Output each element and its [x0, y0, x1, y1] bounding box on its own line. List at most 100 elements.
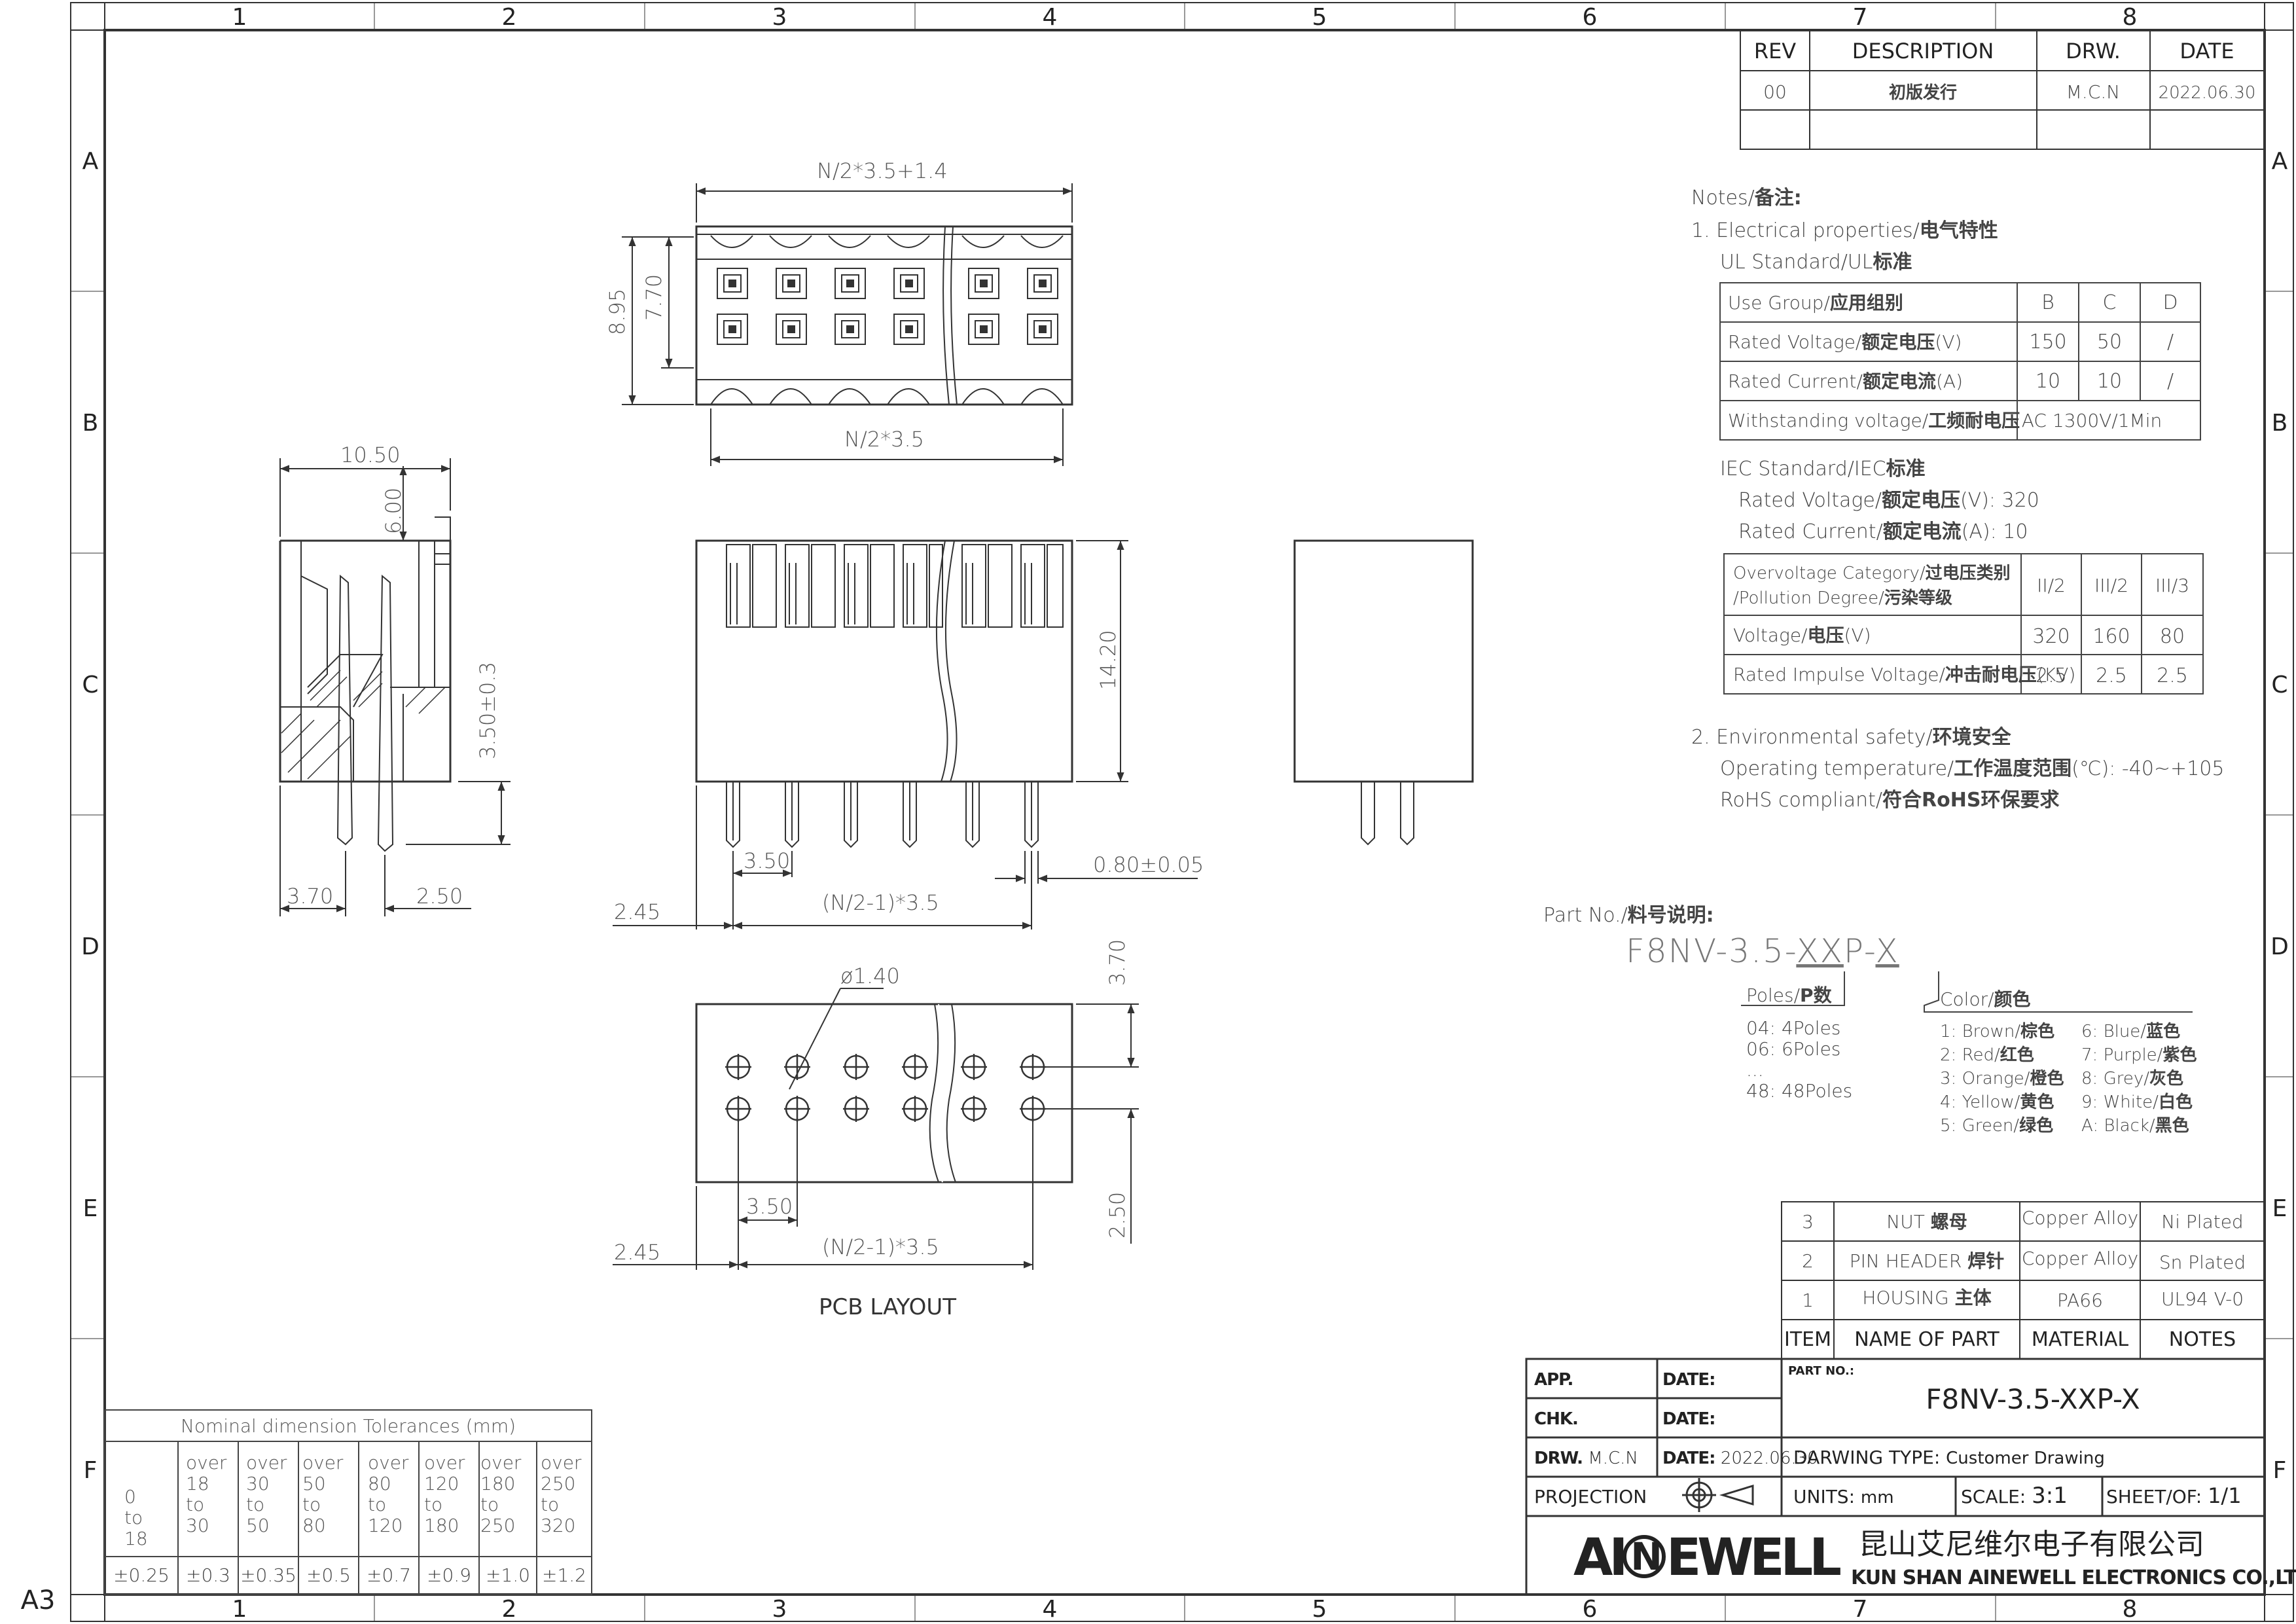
tb-label: CHK.: [1534, 1409, 1578, 1429]
row-label: F: [84, 1457, 98, 1484]
tol-range: to: [302, 1494, 321, 1515]
bom-table: 3 NUT 螺母 Copper Alloy Ni Plated 2 PIN HE…: [1781, 1201, 2265, 1360]
color-option: 9: White/白色: [2081, 1092, 2193, 1112]
pcb-dims: [613, 988, 1139, 1270]
pole-option: 06: 6Poles: [1746, 1038, 1840, 1060]
part-no-code: F8NV-3.5-XXP-X: [1626, 932, 1899, 970]
col-label: 5: [1312, 1596, 1327, 1623]
tol-range: 18: [186, 1473, 209, 1494]
row-label: C: [2271, 672, 2287, 698]
tol-range: over: [424, 1452, 465, 1473]
bom-cell: Copper Alloy: [2022, 1207, 2138, 1229]
tol-range: to: [480, 1494, 499, 1515]
dim-pcb-h2: 2.50: [1105, 1192, 1130, 1238]
dim-pcb-pitch: 3.50: [746, 1194, 793, 1219]
title-block: APP. DATE: CHK. DATE: DRW. M.C.N DATE: 2…: [1525, 1358, 2296, 1596]
tol-range: 30: [186, 1515, 209, 1536]
dim-top-h2: 7.70: [641, 274, 666, 321]
iec-current: Rated Current/额定电流(A): 10: [1738, 520, 2028, 543]
tol-range: 250: [541, 1473, 575, 1494]
pcb-layout-title: PCB LAYOUT: [819, 1294, 956, 1320]
tol-value: ±0.9: [427, 1564, 471, 1586]
ul-cell: 150: [2029, 331, 2066, 353]
row-label: A: [82, 148, 99, 175]
color-option: 4: Yellow/黄色: [1940, 1092, 2054, 1112]
tol-range: 0: [124, 1486, 136, 1507]
tol-value: ±0.25: [113, 1564, 170, 1586]
rev-cell: 00: [1763, 81, 1787, 103]
bom-cell: 2: [1802, 1250, 1814, 1272]
logo-circle-icon: [1623, 1535, 1666, 1578]
tol-range: 180: [480, 1473, 515, 1494]
front-pins: [726, 782, 1039, 848]
iec-row-label: Overvoltage Category/过电压类别: [1733, 564, 2011, 583]
tol-range: over: [368, 1452, 409, 1473]
col-label: 8: [2123, 4, 2138, 31]
tol-value: ±0.7: [367, 1564, 411, 1586]
dim-top-pitch: N/2*3.5: [844, 427, 924, 452]
dim-top-h1: 8.95: [605, 289, 630, 335]
dim-front-off: 2.45: [614, 899, 660, 924]
rev-header: DATE: [2179, 39, 2234, 63]
tb-scale: SCALE: 3:1: [1961, 1483, 2068, 1509]
bom-cell: Ni Plated: [2161, 1211, 2243, 1233]
side-view: [279, 516, 452, 852]
company-name-cn: 昆山艾尼维尔电子有限公司: [1859, 1528, 2204, 1561]
revision-table: REV DESCRIPTION DRW. DATE 00 初版发行 M.C.N …: [1740, 29, 2265, 150]
company-name-en: KUN SHAN AINEWELL ELECTRONICS CO.,LTD: [1851, 1566, 2296, 1589]
end-view: [1293, 539, 1474, 846]
row-label: C: [82, 672, 98, 698]
tol-range: to: [368, 1494, 386, 1515]
tol-range: to: [424, 1494, 442, 1515]
tol-range: to: [541, 1494, 559, 1515]
tol-range: to: [246, 1494, 264, 1515]
row-label: E: [83, 1195, 98, 1222]
tol-range: 180: [424, 1515, 459, 1536]
side-view-dims: [279, 458, 511, 916]
ul-table: [1719, 282, 2201, 441]
col-label: 4: [1043, 1596, 1058, 1623]
col-label: 3: [772, 1596, 787, 1623]
row-label: F: [2273, 1457, 2287, 1484]
ul-cell: AC 1300V/1Min: [2022, 410, 2162, 431]
dim-pcb-span: (N/2-1)*3.5: [822, 1235, 939, 1259]
iec-cell: 2.5: [2096, 664, 2127, 687]
dim-side-b: 2.50: [416, 884, 463, 909]
iec-cell: 160: [2092, 625, 2130, 648]
tol-range: 120: [368, 1515, 403, 1536]
rev-cell: 初版发行: [1889, 82, 1957, 103]
bom-header: ITEM: [1784, 1328, 1831, 1351]
dim-side-a: 3.70: [287, 884, 333, 909]
iec-row-label: Rated Impulse Voltage/冲击耐电压(KV): [1733, 664, 2075, 685]
color-option: 2: Red/红色: [1940, 1045, 2034, 1065]
dim-front-span: (N/2-1)*3.5: [822, 890, 939, 915]
tb-label: DATE:: [1662, 1370, 1715, 1390]
poles-title: Poles/P数: [1746, 984, 1833, 1006]
bom-cell: PIN HEADER 焊针: [1850, 1250, 2005, 1272]
part-no-label: Part No./料号说明:: [1543, 904, 1714, 927]
tb-drawn-by: DRW. M.C.N: [1534, 1449, 1638, 1468]
row-label: A: [2272, 148, 2288, 175]
tol-range: 50: [302, 1473, 326, 1494]
dim-pcb-off: 2.45: [614, 1240, 660, 1265]
sheet-border: [70, 2, 2294, 1622]
iec-cell: 2.5: [2036, 664, 2067, 687]
color-option: A: Black/黑色: [2081, 1115, 2189, 1136]
tolerance-title: Nominal dimension Tolerances (mm): [181, 1415, 516, 1437]
ul-cell: /: [2167, 331, 2174, 353]
ul-cell: B: [2041, 291, 2054, 314]
pcb-layout: [695, 1003, 1073, 1183]
front-view-dims: [613, 540, 1198, 929]
rev-header: DRW.: [2066, 39, 2121, 63]
projection-symbol-icon: [1682, 1478, 1754, 1512]
env-heading: 2. Environmental safety/环境安全: [1691, 726, 2012, 749]
tol-range: 18: [124, 1528, 148, 1549]
tol-range: 120: [424, 1473, 459, 1494]
tol-value: ±1.2: [542, 1564, 586, 1586]
color-option: 1: Brown/棕色: [1940, 1021, 2054, 1041]
col-label: 2: [502, 4, 517, 31]
iec-table: [1723, 553, 2204, 695]
color-option: 8: Grey/灰色: [2081, 1068, 2183, 1089]
col-label: 7: [1853, 4, 1868, 31]
